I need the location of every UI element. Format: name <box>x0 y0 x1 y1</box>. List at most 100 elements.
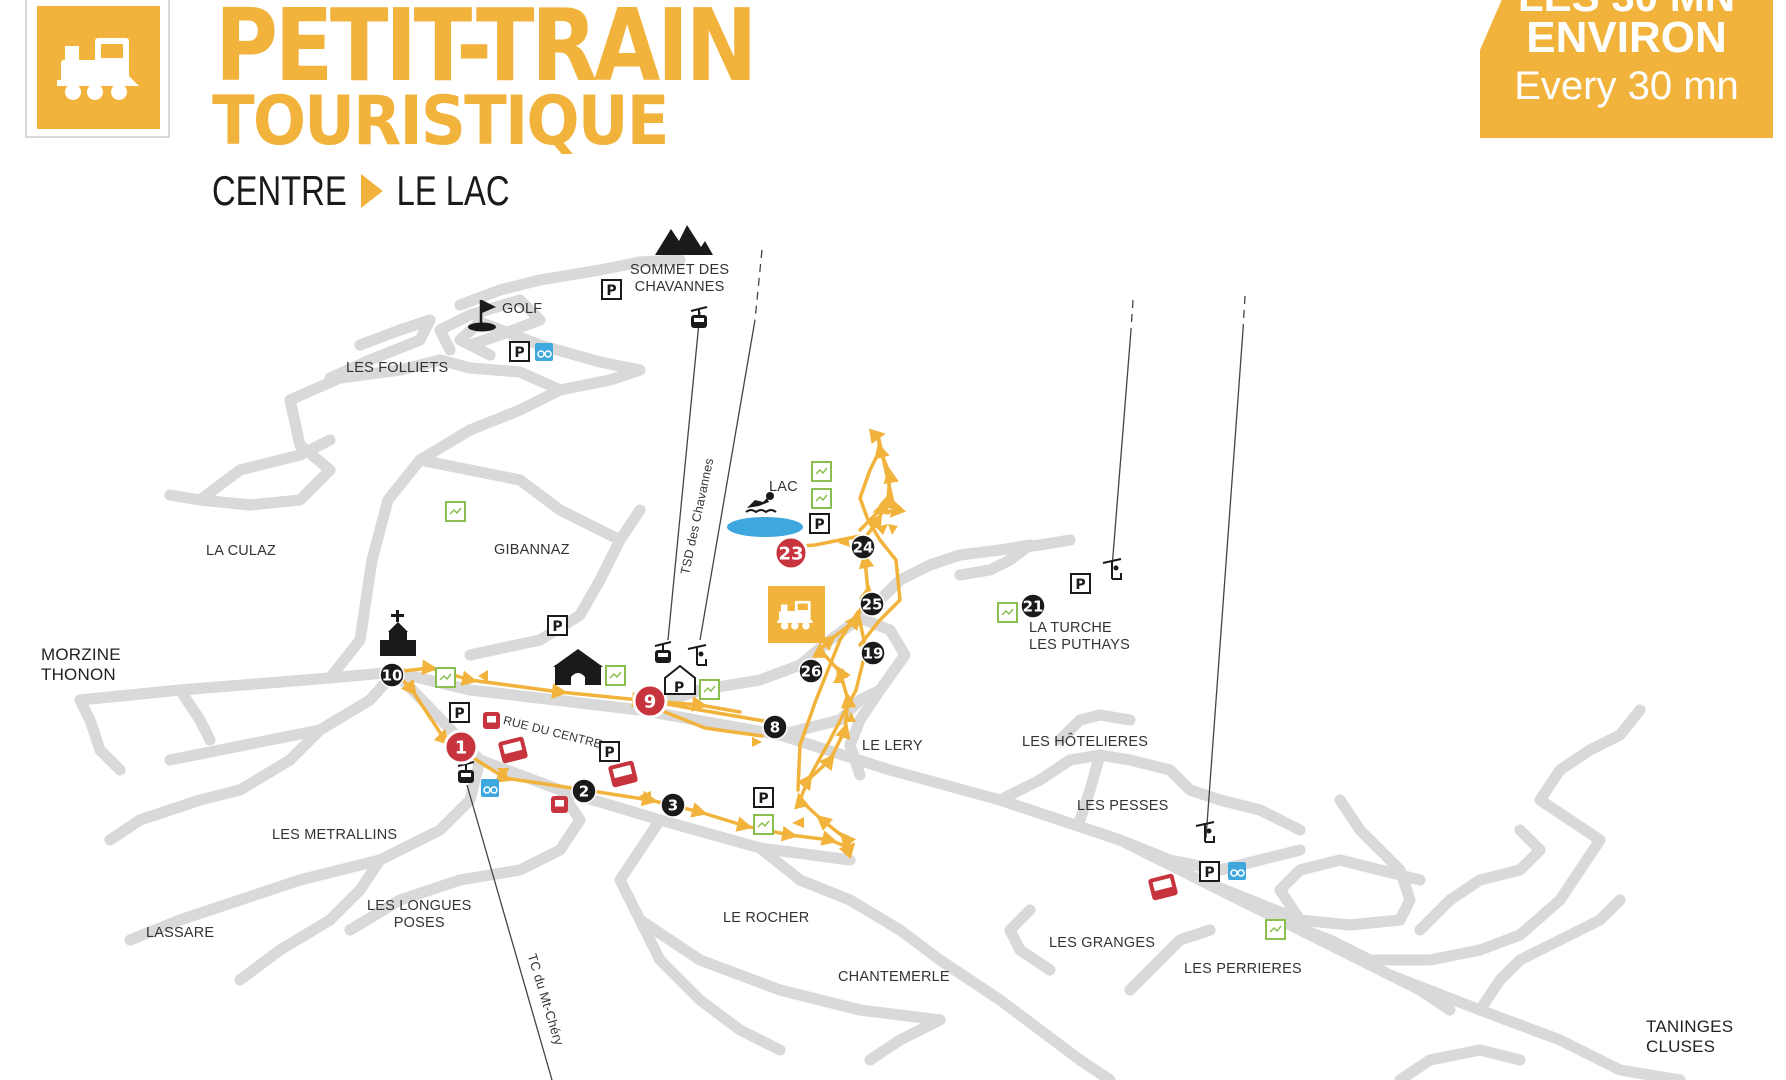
title-line1: PETIT-TRAIN <box>215 0 758 104</box>
stop-marker <box>762 714 788 740</box>
road-network <box>74 254 1686 1080</box>
stop-marker <box>443 729 479 765</box>
stop-25: 25 <box>859 591 885 617</box>
route-arrows <box>478 524 898 828</box>
svg-text:P: P <box>552 619 562 635</box>
info-point-icon <box>1265 919 1286 940</box>
shuttle-bus-icon <box>608 760 638 788</box>
parking-icon: P <box>509 341 530 362</box>
svg-text:P: P <box>604 745 614 761</box>
stop-number: 9 <box>644 692 657 713</box>
svg-text:P: P <box>454 706 464 722</box>
label-chantemerle: CHANTEMERLE <box>838 969 950 985</box>
frequency-badge: LES 30 MN ENVIRON Every 30 mn <box>1480 0 1773 138</box>
train-icon <box>57 38 139 100</box>
parking-icon: P <box>1199 861 1220 882</box>
stop-number: 19 <box>863 645 884 663</box>
label-golf: GOLF <box>502 301 543 317</box>
stop-number: 8 <box>770 719 780 737</box>
shuttle-bus-icon <box>498 736 528 764</box>
label-les-hotelieres: LES HÔTELIERES <box>1022 734 1149 750</box>
parking-icon: P <box>547 615 568 636</box>
stop-marker <box>773 535 809 571</box>
bike-bus-icon <box>1228 862 1246 880</box>
info-point-icon <box>997 602 1018 623</box>
info-point-icon <box>699 679 720 700</box>
stop-21: 21 <box>1020 593 1046 619</box>
label-morzine-thonon: MORZINE THONON <box>41 645 121 684</box>
shuttle-bus-icon <box>483 712 500 729</box>
chairlift-icon <box>1195 821 1215 843</box>
stop-number: 3 <box>668 797 678 815</box>
stop-23: 23 <box>773 535 809 571</box>
shuttle-bus-icon <box>551 796 568 813</box>
parking-icon: P <box>599 741 620 762</box>
label-lassare: LASSARE <box>146 925 215 941</box>
stop-24: 24 <box>850 534 876 560</box>
info-point-icon <box>811 488 832 509</box>
info-point-icon <box>605 665 626 686</box>
route-subtitle: CENTRE LE LAC <box>212 170 510 212</box>
parking-icon: P <box>809 513 830 534</box>
route-to: LE LAC <box>396 167 510 214</box>
chapel-icon <box>551 647 605 692</box>
svg-text:P: P <box>674 680 684 695</box>
stop-19: 19 <box>860 640 886 666</box>
stop-2: 2 <box>571 778 597 804</box>
chairlift-icon <box>1102 558 1122 580</box>
stop-marker <box>571 778 597 804</box>
parking-icon: P <box>601 279 622 300</box>
label-les-longues-poses: LES LONGUES POSES <box>367 898 472 931</box>
stop-marker <box>798 658 824 684</box>
label-sommet-des-chavannes: SOMMET DES CHAVANNES <box>630 262 729 295</box>
train-logo <box>37 6 160 129</box>
title-line2: TOURISTIQUE <box>212 82 669 161</box>
label-les-perrieres: LES PERRIERES <box>1184 961 1302 977</box>
stop-3: 3 <box>660 792 686 818</box>
swimmer-icon <box>745 490 777 519</box>
stop-number: 23 <box>778 544 803 565</box>
gondola-icon <box>457 761 475 783</box>
label-le-lery: LE LERY <box>862 738 923 754</box>
badge-line3: Every 30 mn <box>1514 64 1739 108</box>
svg-text:P: P <box>1075 577 1085 593</box>
stop-marker <box>632 683 668 719</box>
stop-9: 9 <box>632 683 668 719</box>
place-text: SOMMET DES CHAVANNES <box>630 262 730 295</box>
label-les-pesses: LES PESSES <box>1077 798 1169 814</box>
stop-number: 25 <box>862 596 883 614</box>
label-les-metrallins: LES METRALLINS <box>272 827 398 843</box>
info-point-icon <box>435 667 456 688</box>
shuttle-bus-icon <box>1148 873 1178 901</box>
map-icons: P P P P P P P P P <box>435 279 1286 940</box>
info-point-icon <box>811 461 832 482</box>
stop-number: 21 <box>1023 598 1044 616</box>
stop-marker <box>850 534 876 560</box>
label-taninges-cluses: TANINGES CLUSES <box>1646 1017 1734 1056</box>
svg-text:P: P <box>514 345 524 361</box>
mountain-icon <box>653 223 715 262</box>
route-from: CENTRE <box>212 167 347 214</box>
stop-number: 26 <box>801 663 822 681</box>
info-point-icon <box>445 501 466 522</box>
home-parking-icon: P <box>663 664 697 700</box>
stop-number: 2 <box>579 783 589 801</box>
svg-text:P: P <box>814 517 824 533</box>
parking-icon: P <box>449 702 470 723</box>
bike-bus-icon <box>481 779 499 797</box>
gondola-icon <box>654 641 672 663</box>
parking-icon: P <box>1070 573 1091 594</box>
stop-26: 26 <box>798 658 824 684</box>
badge-line1: LES 30 MN <box>1480 0 1773 18</box>
train-marker-icon <box>768 586 825 643</box>
stop-marker <box>660 792 686 818</box>
label-gibannaz: GIBANNAZ <box>494 542 570 558</box>
stop-8: 8 <box>762 714 788 740</box>
stop-number: 24 <box>853 539 874 557</box>
label-la-culaz: LA CULAZ <box>206 543 277 559</box>
stop-marker <box>859 591 885 617</box>
label-la-turche-les-puthays: LA TURCHE LES PUTHAYS <box>1029 620 1131 653</box>
info-point-icon <box>753 814 774 835</box>
